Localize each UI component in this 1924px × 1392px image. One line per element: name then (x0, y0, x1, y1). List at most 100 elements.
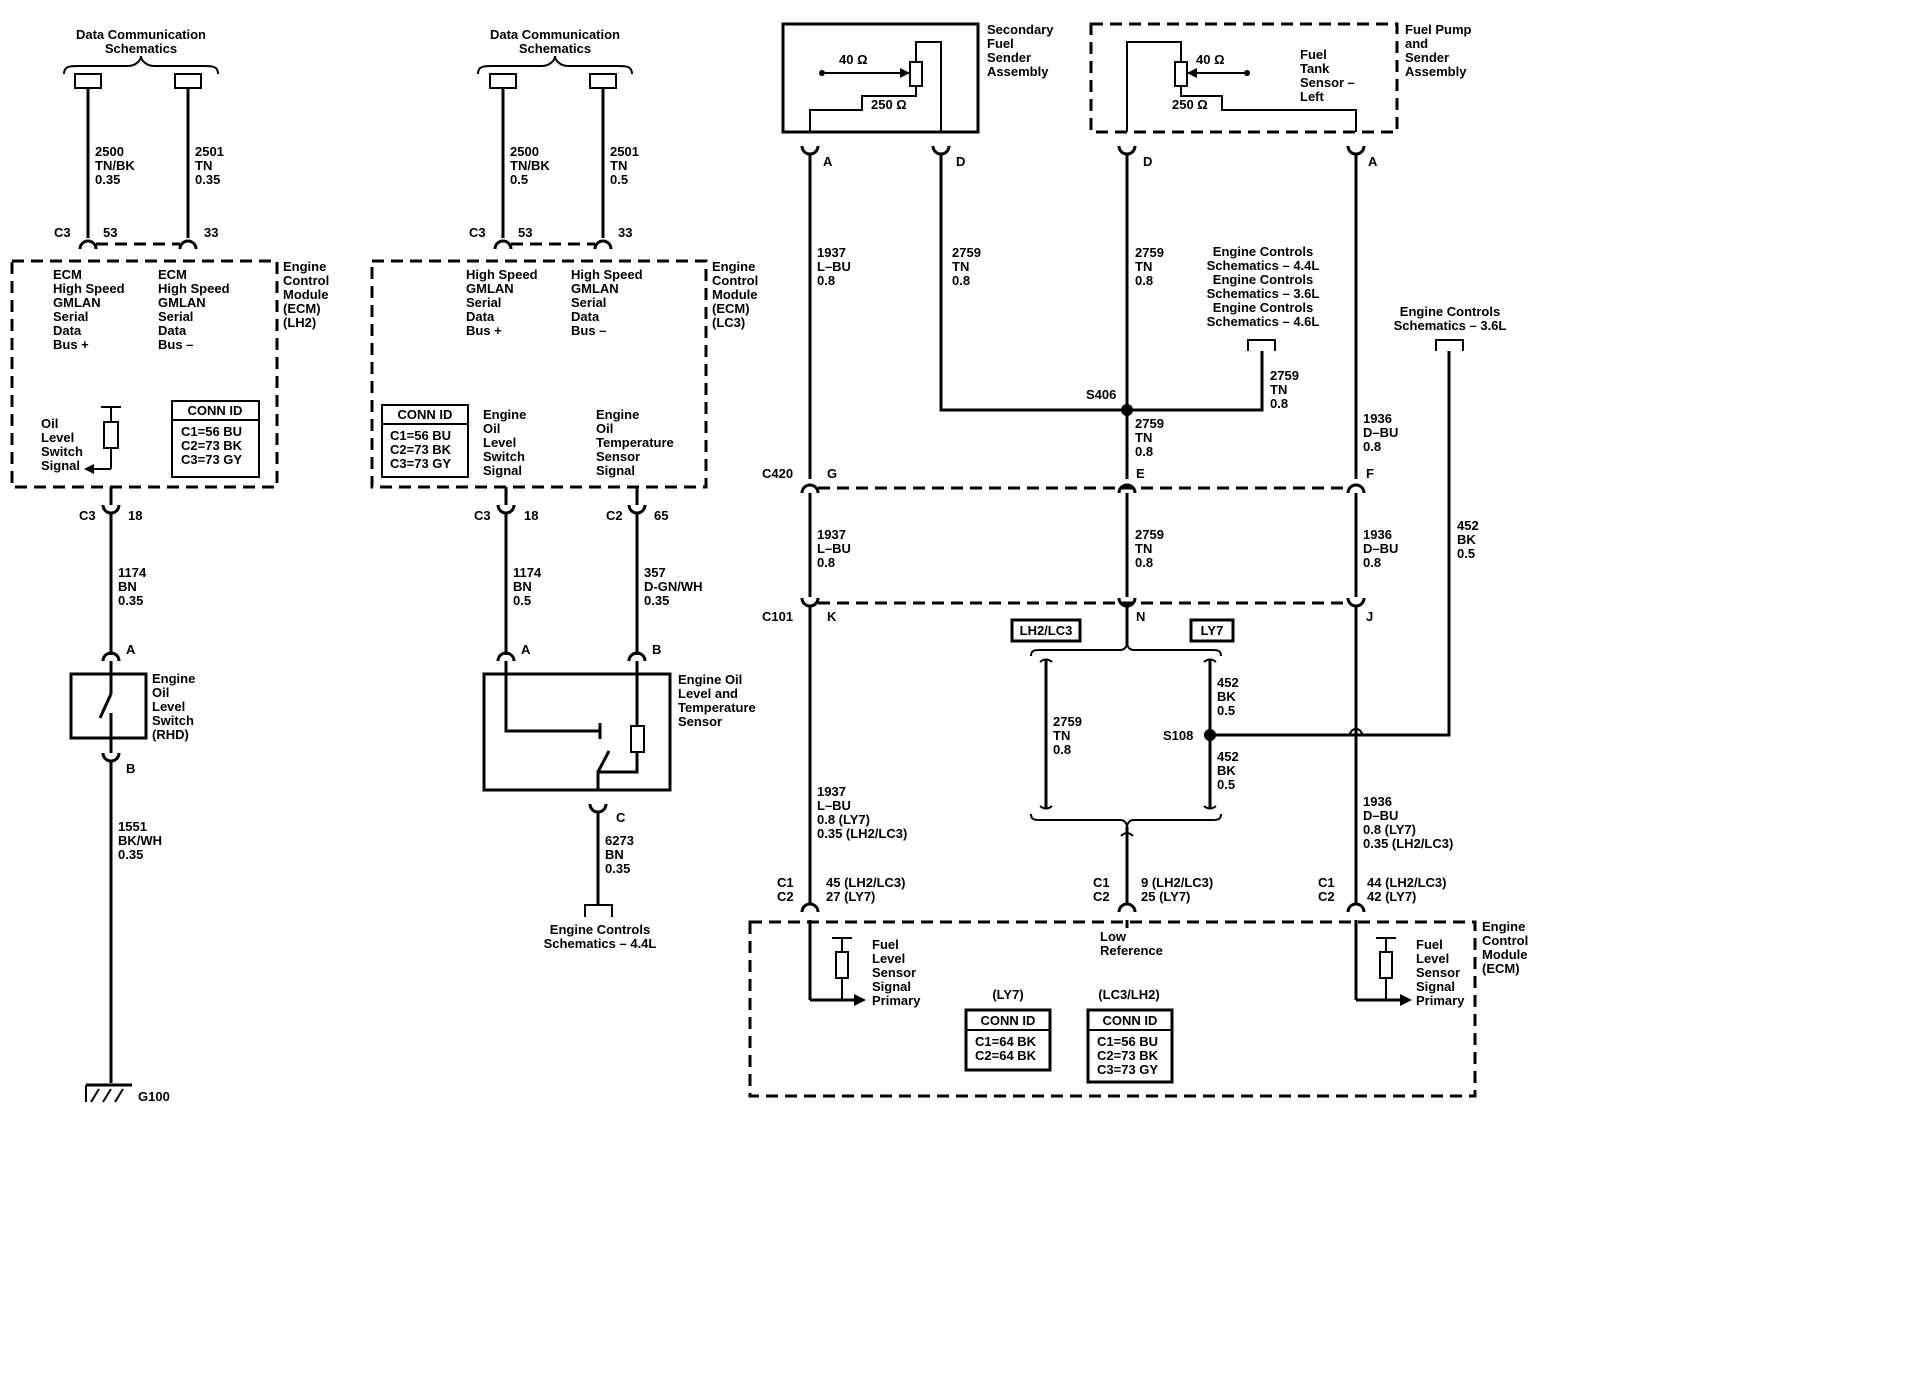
pin-c101-j: J (1366, 609, 1373, 624)
pin-c420-f: F (1366, 466, 1374, 481)
connector-c101-k (800, 597, 820, 608)
connector-c1c2-left-pins: 45 (LH2/LC3)27 (LY7) (826, 875, 905, 904)
terminal-2500-lh2 (74, 73, 102, 89)
connector-sec-d (931, 145, 951, 156)
sensor-thermistor (630, 725, 645, 753)
option-lh2-lc3 (1010, 618, 1082, 643)
connector-c3-18-label-lh2: C3 (79, 508, 96, 523)
wire-2759-sec (939, 154, 1127, 412)
pin-sec-d: D (956, 154, 965, 169)
connector-c3-label-lh2: C3 (54, 225, 71, 240)
option-ly7-label: LY7 (1201, 623, 1224, 638)
terminal-2501-lh2 (174, 73, 202, 89)
splice-s406 (1121, 404, 1133, 416)
bracket-engine-controls-44 (584, 904, 613, 917)
connector-c101-label: C101 (762, 609, 793, 624)
break-2759-bottom-stub (1120, 832, 1134, 837)
break-2759-bottom (1039, 805, 1053, 810)
bracket-data-comm-2 (477, 55, 633, 75)
sensor-therm-lead-bottom (596, 752, 639, 790)
pin-18-lc3: 18 (524, 508, 538, 523)
pin-18-lh2: 18 (128, 508, 142, 523)
connector-c3-18-lh2 (101, 504, 121, 515)
pump-bottom-lead (1180, 86, 1357, 132)
connector-c420-f (1346, 483, 1366, 494)
pump-resistor (1174, 61, 1188, 87)
connector-c2-label: C2 (606, 508, 623, 523)
sec-top-lead (915, 41, 942, 132)
ground-g100 (85, 1083, 132, 1103)
sensor-blade (596, 750, 611, 773)
connector-c3-18-label-lc3: C3 (474, 508, 491, 523)
pin-33-lc3: 33 (618, 225, 632, 240)
pin-b-sensor: B (652, 642, 661, 657)
pump-sender-box (1089, 22, 1399, 134)
pin-c420-e: E (1136, 466, 1145, 481)
splice-s108 (1204, 729, 1216, 741)
connector-c3-33-lh2 (178, 239, 198, 250)
pump-250-ohm: 250 Ω (1172, 97, 1208, 112)
conn-id-ly7-title: CONN ID (981, 1013, 1036, 1028)
arrow-fuel-level-left (854, 994, 866, 1006)
connector-c3-18-lc3 (496, 504, 516, 515)
oil-level-switch-box (69, 672, 148, 740)
pump-wiper-arrow (1187, 68, 1197, 78)
connector-c420-g (800, 483, 820, 494)
wire-crossover (1349, 728, 1363, 736)
conn-id-ly7-caption: (LY7) (992, 987, 1023, 1002)
ecm-left-resistor (835, 951, 849, 979)
connector-c420-label: C420 (762, 466, 793, 481)
connector-c101-n (1117, 597, 1137, 608)
option-bracket-bottom (1030, 813, 1222, 828)
connector-c3-33-lc3 (593, 239, 613, 250)
wire-452-right (1210, 351, 1451, 737)
ecm-main-box (748, 920, 1477, 1098)
pin-c-sensor: C (616, 810, 626, 825)
splice-s406-label: S406 (1086, 387, 1116, 402)
sec-resistor (909, 61, 923, 87)
sec-250-ohm: 250 Ω (871, 97, 907, 112)
connector-c1c2-right-pins: 44 (LH2/LC3)42 (LY7) (1367, 875, 1446, 904)
bracket-engine-controls-36 (1435, 339, 1464, 351)
conn-id-lc3-box (381, 404, 469, 478)
pump-40-ohm: 40 Ω (1196, 52, 1225, 67)
